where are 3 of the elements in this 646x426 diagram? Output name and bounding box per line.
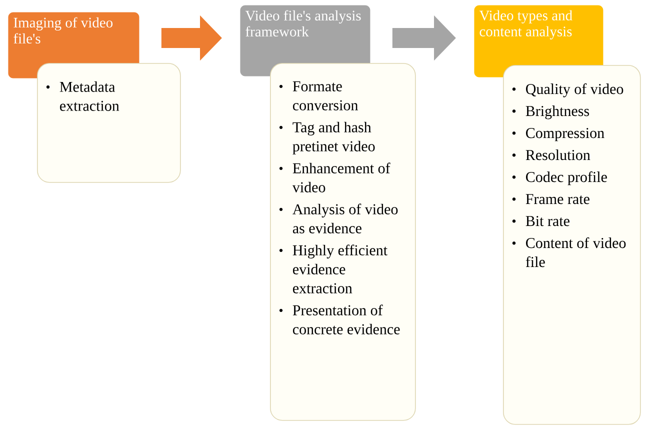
bullet-list-box: Quality of video Brightness Compression Resolution Codec profile Frame rate Bit rate Content of video file bbox=[503, 65, 641, 425]
bullet-list-box: Metadata extraction bbox=[37, 63, 181, 183]
bullet-list-box: Formate conversion Tag and hash pretinet video Enhancement of video Analysis of video as evidence Highly efficient evidence extraction Presentation of concrete evidence bbox=[270, 63, 416, 421]
